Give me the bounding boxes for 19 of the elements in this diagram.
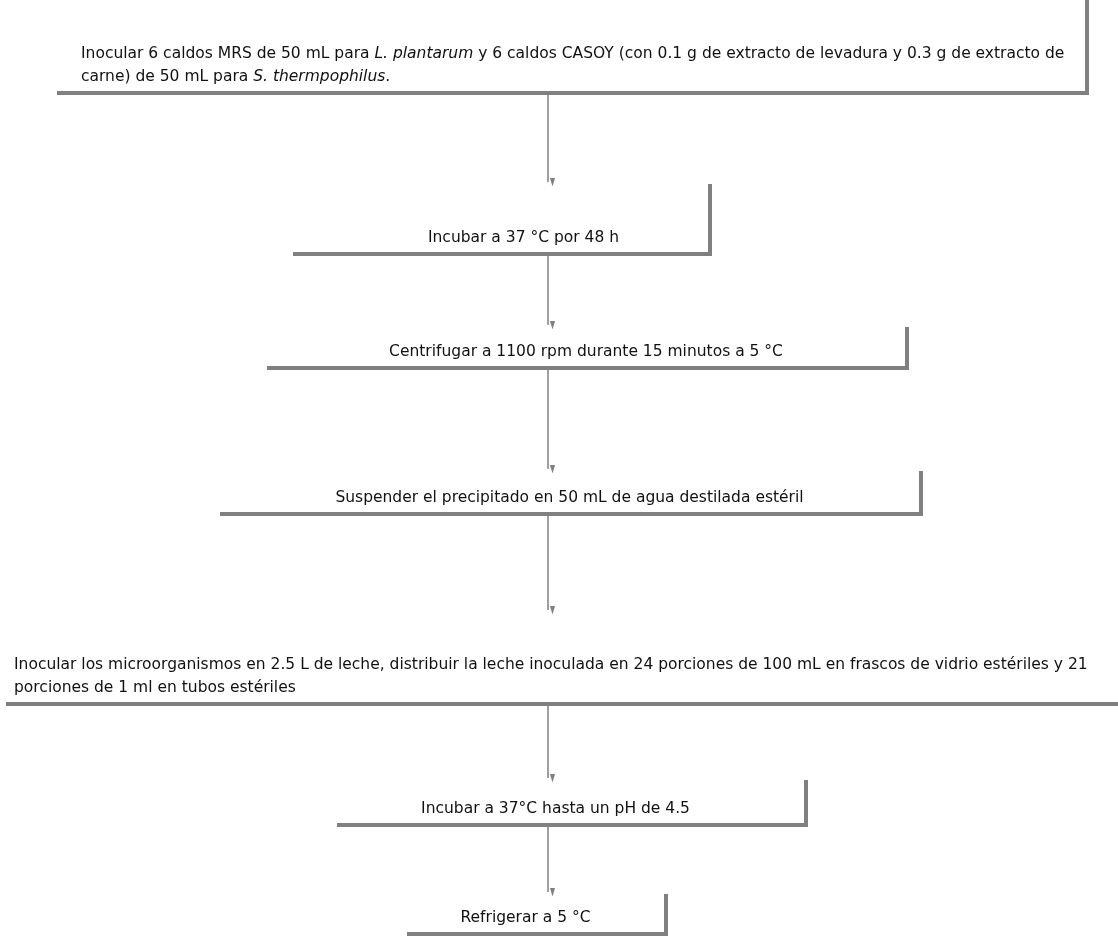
step-box [337, 780, 808, 827]
step-box [407, 894, 668, 936]
arrow [547, 826, 556, 897]
step-text: Inocular 6 caldos MRS de 50 mL para L. plantarum y 6 caldos CASOY (con 0.1 g de extracto de levadura y 0.3 g de extracto de carne) de 50 mL para S. thermpophilus. [81, 43, 1066, 87]
arrow [547, 94, 556, 187]
step-text: Inocular los microorganismos en 2.5 L de leche, distribuir la leche inoculada en 24 porciones de 100 mL en frascos de vidrio estériles y 21 porciones de 1 ml en tubos estériles [14, 654, 1089, 698]
step-text: Incubar a 37 °C por 48 h [427, 226, 620, 248]
step-box [267, 327, 909, 370]
step-text: Incubar a 37°C hasta un pH de 4.5 [421, 797, 690, 819]
arrow [547, 705, 556, 783]
step-text: Centrifugar a 1100 rpm durante 15 minutos a 5 °C [389, 340, 783, 362]
step-box [293, 184, 712, 256]
step-box [220, 471, 923, 516]
arrow [547, 255, 556, 330]
step-box [57, 0, 1089, 95]
step-text: Refrigerar a 5 °C [460, 906, 591, 928]
arrow [547, 515, 556, 615]
step-text: Suspender el precipitado en 50 mL de agua destilada estéril [335, 486, 804, 508]
arrow [547, 369, 556, 474]
